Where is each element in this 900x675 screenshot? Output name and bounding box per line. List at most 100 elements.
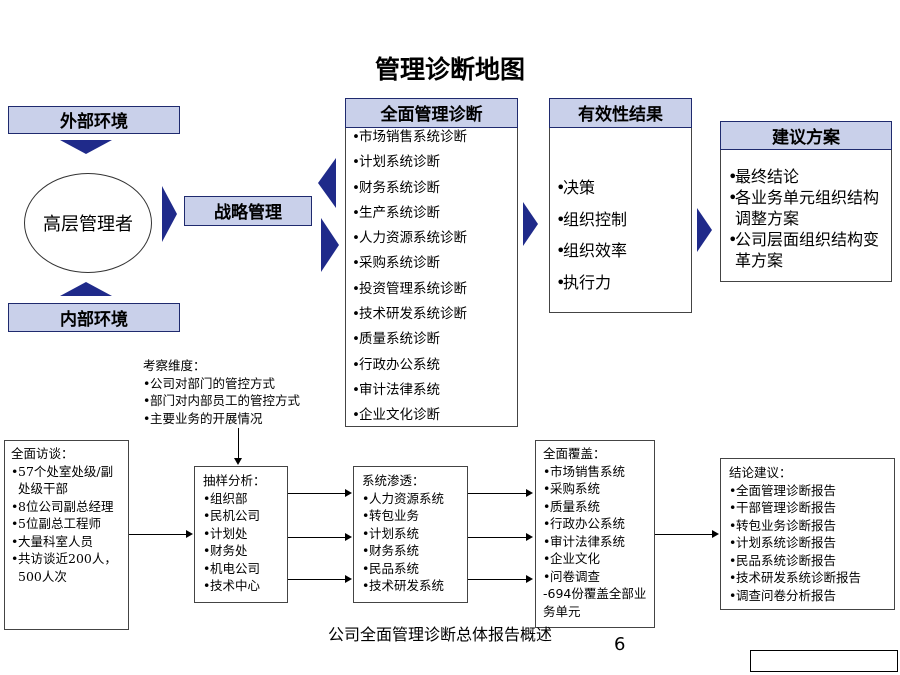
conclusion-item: 干部管理诊断报告: [729, 499, 886, 517]
up-arrow-icon: [60, 282, 112, 296]
connector-line: [238, 428, 239, 458]
connector-line: [288, 579, 345, 580]
connector-line: [288, 537, 345, 538]
effective-item: 决策: [556, 172, 691, 204]
external-env-box: 外部环境: [8, 106, 180, 134]
diagnosis-item: 企业文化诊断: [352, 403, 517, 429]
diagnosis-item: 质量系统诊断: [352, 327, 517, 353]
conclusions-title: 结论建议：: [729, 465, 792, 480]
interview-item: 5位副总工程师: [11, 515, 122, 533]
interview-item: 57个处室处级/副处级干部: [11, 463, 122, 498]
connector-line: [288, 493, 345, 494]
sampling-title: 抽样分析：: [203, 473, 266, 488]
coverage-item: 质量系统: [543, 498, 647, 516]
coverage-note: -694份覆盖全部业务单元: [543, 586, 647, 619]
down-arrow-icon: [60, 140, 112, 154]
page-number: 6: [614, 634, 626, 655]
interviews-title: 全面访谈：: [11, 446, 74, 461]
connector-line: [655, 534, 712, 535]
diagnosis-header: 全面管理诊断: [345, 98, 518, 128]
dimension-item: 主要业务的开展情况: [143, 410, 343, 428]
diagnosis-item: 人力资源系统诊断: [352, 226, 517, 252]
right-arrowhead-icon: [526, 489, 533, 497]
right-arrow-icon: [162, 186, 177, 242]
recommendation-list: 最终结论 各业务单元组织结构调整方案 公司层面组织结构变革方案: [728, 166, 890, 271]
connector-line: [468, 537, 526, 538]
conclusion-item: 技术研发系统诊断报告: [729, 569, 886, 587]
interview-item: 共访谈近200人，500人次: [11, 550, 122, 585]
conclusion-item: 调查问卷分析报告: [729, 587, 886, 605]
fan-arrow-lower-icon: [321, 218, 339, 272]
right-arrowhead-icon: [526, 533, 533, 541]
conclusion-item: 民品系统诊断报告: [729, 552, 886, 570]
conclusion-item: 转包业务诊断报告: [729, 517, 886, 535]
sampling-item: 组织部: [203, 490, 279, 508]
penetration-item: 财务系统: [362, 542, 459, 560]
right-arrowhead-icon: [186, 530, 193, 538]
diagnosis-item: 技术研发系统诊断: [352, 302, 517, 328]
footer-box: [750, 650, 898, 672]
diagnosis-item: 计划系统诊断: [352, 150, 517, 176]
penetration-item: 转包业务: [362, 507, 459, 525]
diagnosis-item: 市场销售系统诊断: [352, 125, 517, 151]
right-arrow-icon: [697, 208, 712, 252]
coverage-item: 采购系统: [543, 480, 647, 498]
coverage-item: 企业文化: [543, 550, 647, 568]
coverage-item: 市场销售系统: [543, 463, 647, 481]
dimension-item: 部门对内部员工的管控方式: [143, 392, 343, 410]
right-arrowhead-icon: [345, 489, 352, 497]
effective-header: 有效性结果: [549, 98, 692, 128]
slide-caption: 公司全面管理诊断总体报告概述: [327, 625, 552, 644]
effective-item: 组织控制: [556, 204, 691, 236]
effective-item: 组织效率: [556, 235, 691, 267]
recommendation-header: 建议方案: [720, 121, 892, 150]
penetration-item: 民品系统: [362, 560, 459, 578]
recommendation-item: 最终结论: [728, 166, 890, 187]
coverage-title: 全面覆盖：: [543, 446, 606, 461]
diagnosis-item: 行政办公系统: [352, 353, 517, 379]
penetration-box: 系统渗透： 人力资源系统 转包业务 计划系统 财务系统 民品系统 技术研发系统: [353, 466, 468, 603]
diagnosis-item: 生产系统诊断: [352, 201, 517, 227]
conclusions-box: 结论建议： 全面管理诊断报告 干部管理诊断报告 转包业务诊断报告 计划系统诊断报…: [720, 458, 895, 610]
right-arrowhead-icon: [345, 533, 352, 541]
diagnosis-item: 采购系统诊断: [352, 251, 517, 277]
dimension-item: 公司对部门的管控方式: [143, 375, 343, 393]
right-arrow-icon: [523, 202, 538, 246]
dimensions-block: 考察维度： 公司对部门的管控方式 部门对内部员工的管控方式 主要业务的开展情况: [143, 357, 343, 427]
diagnosis-item: 财务系统诊断: [352, 176, 517, 202]
sampling-item: 计划处: [203, 525, 279, 543]
penetration-title: 系统渗透：: [362, 473, 425, 488]
conclusion-item: 计划系统诊断报告: [729, 534, 886, 552]
right-arrowhead-icon: [712, 530, 719, 538]
sampling-item: 民机公司: [203, 507, 279, 525]
sampling-box: 抽样分析： 组织部 民机公司 计划处 财务处 机电公司 技术中心: [194, 466, 288, 603]
coverage-box: 全面覆盖： 市场销售系统 采购系统 质量系统 行政办公系统 审计法律系统 企业文…: [535, 440, 655, 628]
coverage-item: 问卷调查: [543, 568, 647, 586]
coverage-item: 审计法律系统: [543, 533, 647, 551]
diagnosis-item: 投资管理系统诊断: [352, 277, 517, 303]
connector-line: [468, 493, 526, 494]
connector-line: [129, 534, 186, 535]
effective-list: 决策 组织控制 组织效率 执行力: [556, 172, 691, 298]
dimensions-title: 考察维度：: [143, 358, 206, 373]
effective-item: 执行力: [556, 267, 691, 299]
interviews-box: 全面访谈： 57个处室处级/副处级干部 8位公司副总经理 5位副总工程师 大量科…: [4, 440, 129, 630]
down-arrowhead-icon: [234, 458, 242, 465]
fan-arrow-upper-icon: [318, 158, 336, 208]
sampling-item: 机电公司: [203, 560, 279, 578]
right-arrowhead-icon: [345, 575, 352, 583]
penetration-item: 计划系统: [362, 525, 459, 543]
recommendation-item: 各业务单元组织结构调整方案: [728, 187, 890, 229]
right-arrowhead-icon: [526, 575, 533, 583]
penetration-item: 人力资源系统: [362, 490, 459, 508]
sampling-item: 财务处: [203, 542, 279, 560]
connector-line: [468, 579, 526, 580]
diagnosis-item: 审计法律系统: [352, 378, 517, 404]
recommendation-item: 公司层面组织结构变革方案: [728, 229, 890, 271]
interview-item: 8位公司副总经理: [11, 498, 122, 516]
interview-item: 大量科室人员: [11, 533, 122, 551]
strategy-box: 战略管理: [184, 196, 312, 226]
internal-env-box: 内部环境: [8, 303, 180, 332]
sampling-item: 技术中心: [203, 577, 279, 595]
diagnosis-list: 市场销售系统诊断 计划系统诊断 财务系统诊断 生产系统诊断 人力资源系统诊断 采…: [352, 125, 517, 429]
